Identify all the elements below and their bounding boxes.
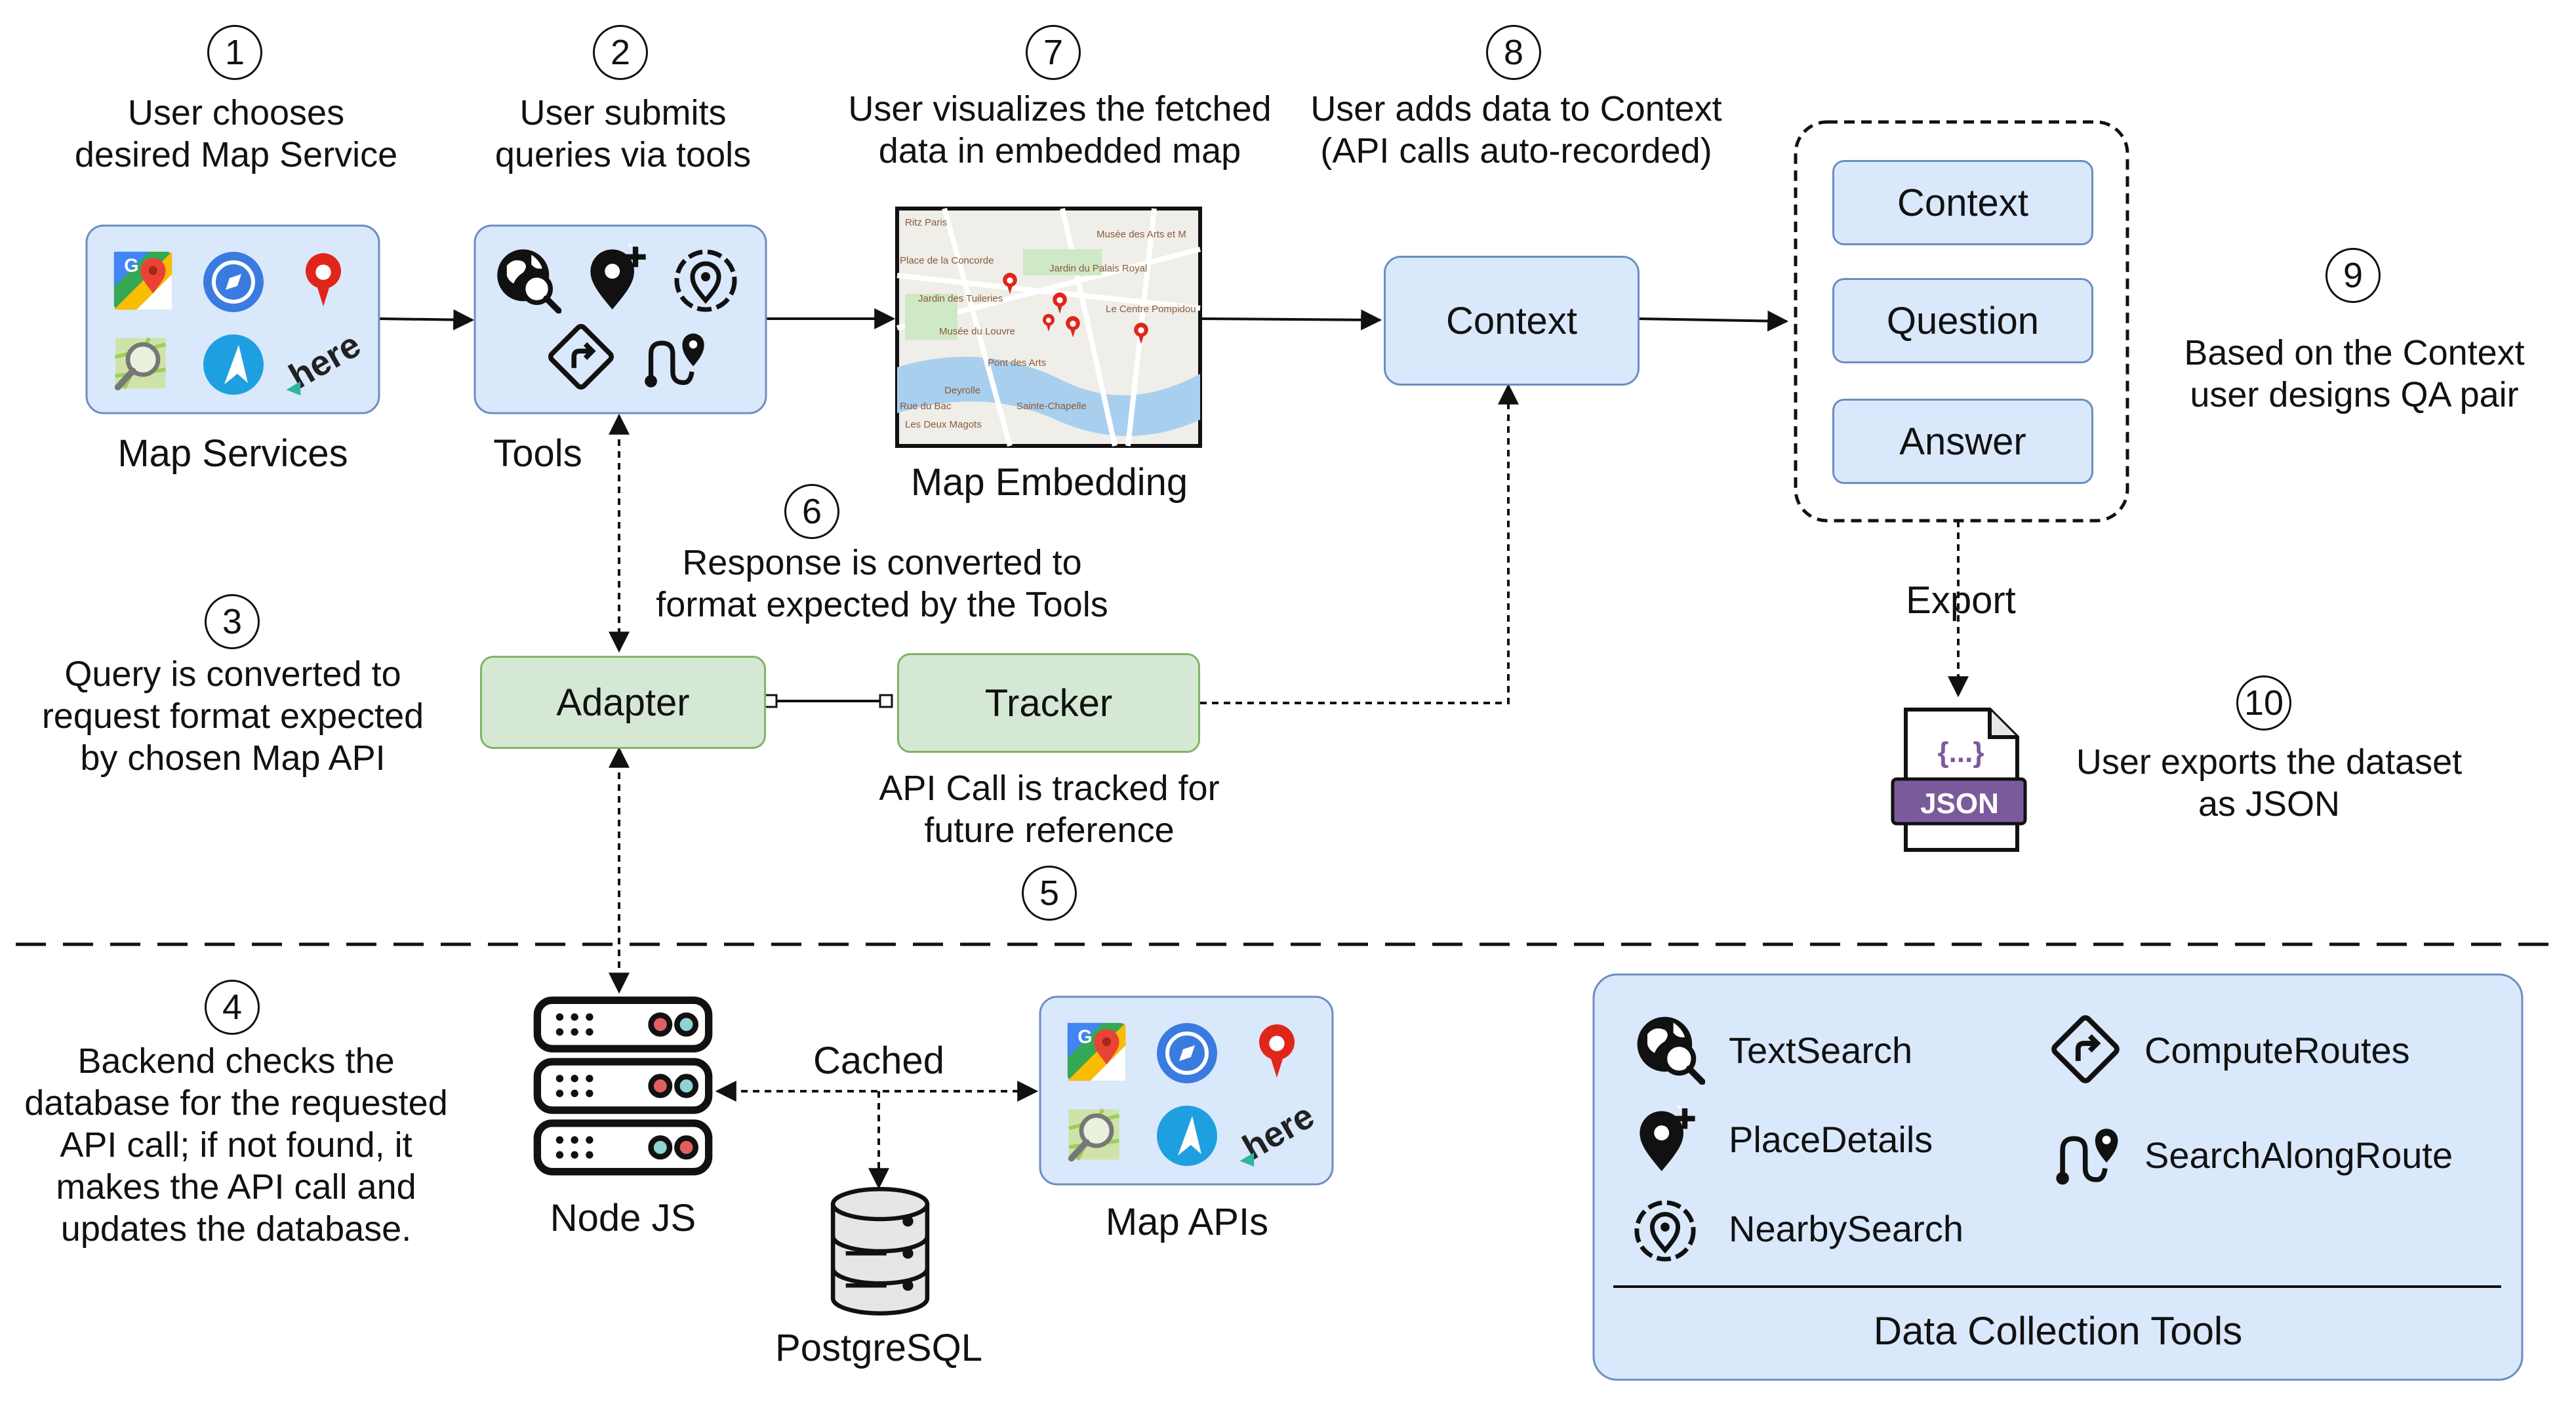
map-label: Place de la Concorde [900,255,994,266]
step-number-10: 10 [2236,675,2291,731]
step-5-text: API Call is tracked for future reference [846,767,1253,851]
step-7-line: data in embedded map [878,131,1241,171]
map-label: Pont des Arts [988,357,1046,369]
adapter-box: Adapter [480,656,766,749]
postgresql-label: PostgreSQL [775,1327,982,1369]
legend-place-details: PlaceDetails [1729,1119,1933,1160]
step-5-line: future reference [924,811,1175,850]
export-label: Export [1906,579,2016,622]
step-number-7: 7 [1026,25,1081,80]
step-8-text: User adds data to Context (API calls aut… [1287,88,1746,172]
map-label: Le Centre Pompidou [1106,304,1196,315]
step-number-3: 3 [205,594,260,649]
legend-title: Data Collection Tools [1873,1309,2243,1353]
map-apis-label: Map APIs [1105,1201,1269,1243]
step-9-line: user designs QA pair [2190,375,2519,414]
navigation-arrow-icon [1157,1106,1217,1166]
step-10-text: User exports the dataset as JSON [2053,741,2485,825]
map-services-label: Map Services [117,432,348,475]
step-number-8: 8 [1486,25,1541,80]
step-2-line: User submits [519,93,727,132]
legend-compute-routes: ComputeRoutes [2144,1030,2410,1071]
step-number-5: 5 [1022,866,1077,921]
step-3-line: Query is converted to [64,654,401,694]
step-6-text: Response is converted to format expected… [630,542,1135,626]
step-number-1: 1 [207,25,262,80]
map-search-icon [115,338,166,389]
map-label: Rue du Bac [900,401,952,412]
google-maps-icon [1067,1022,1126,1081]
step-10-line: User exports the dataset [2076,742,2463,782]
map-label: Ritz Paris [905,217,947,228]
step-3-text: Query is converted to request format exp… [26,653,439,779]
json-braces: {...} [1938,736,1984,769]
step-4-line: API call; if not found, it [60,1125,413,1165]
arrow-tracker-to-context [1200,383,1519,704]
map-label: Les Deux Magots [905,419,982,430]
map-label: Jardin du Palais Royal [1049,263,1147,274]
compass-icon [203,252,264,312]
step-10-line: as JSON [2198,784,2341,824]
step-4-line: makes the API call and [56,1167,416,1207]
legend-nearby-search: NearbySearch [1729,1208,1963,1249]
step-4-line: updates the database. [60,1209,412,1249]
json-label: JSON [1920,788,1999,820]
context-box: Context [1384,256,1640,386]
arrow-context-to-qa [1636,310,1789,332]
map-label: Musée du Louvre [939,326,1015,337]
step-3-line: request format expected [41,696,424,736]
google-maps-icon [113,251,172,310]
step-1-text: User chooses desired Map Service [52,92,420,176]
step-1-line: User chooses [127,93,345,132]
map-embedding: Ritz Paris Musée des Arts et M Place de … [895,207,1202,448]
link-port-left [763,694,778,708]
map-label: Sainte-Chapelle [1016,401,1087,412]
step-9-text: Based on the Context user designs QA pai… [2158,332,2551,416]
link-port-right [879,694,893,708]
step-7-text: User visualizes the fetched data in embe… [830,88,1289,172]
step-number-6: 6 [784,484,839,539]
compass-icon [1157,1023,1217,1083]
step-9-line: Based on the Context [2184,333,2525,372]
step-1-line: desired Map Service [74,135,398,174]
qa-context-box: Context [1832,160,2093,245]
legend-text-search: TextSearch [1729,1030,1913,1071]
step-4-line: Backend checks the [77,1041,395,1081]
step-2-text: User submits queries via tools [446,92,800,176]
tracker-box: Tracker [897,653,1200,753]
legend-search-along-route: SearchAlongRoute [2144,1134,2453,1176]
qa-question-box: Question [1832,278,2093,363]
map-embedding-label: Map Embedding [910,461,1188,504]
step-number-2: 2 [593,25,648,80]
map-label: Jardin des Tuileries [918,293,1003,304]
qa-container [1794,120,2129,523]
qa-answer-box: Answer [1832,399,2093,484]
step-2-line: queries via tools [494,135,752,174]
cached-label: Cached [813,1039,944,1082]
navigation-arrow-icon [203,334,264,395]
arrow-map-to-context [1199,309,1382,331]
database-icon [833,1189,927,1313]
tools-label: Tools [493,432,582,475]
step-number-4: 4 [205,980,260,1035]
step-6-line: format expected by the Tools [656,585,1108,624]
server-icon [537,1000,708,1171]
node-js-label: Node JS [550,1197,696,1239]
step-4-line: database for the requested [24,1083,448,1123]
step-8-line: User adds data to Context [1310,89,1722,129]
step-5-line: API Call is tracked for [879,769,1220,808]
map-label: Musée des Arts et M [1097,229,1186,240]
step-3-line: by chosen Map API [80,738,386,778]
map-label: Deyrolle [944,385,980,396]
arrow-services-to-tools [378,309,475,331]
step-7-line: User visualizes the fetched [848,89,1272,129]
json-file-icon: {...} JSON [1891,708,2027,852]
step-4-text: Backend checks the database for the requ… [13,1040,459,1250]
step-8-line: (API calls auto-recorded) [1320,131,1712,171]
map-search-icon [1069,1110,1119,1160]
step-number-9: 9 [2325,248,2381,303]
step-6-line: Response is converted to [682,543,1082,582]
